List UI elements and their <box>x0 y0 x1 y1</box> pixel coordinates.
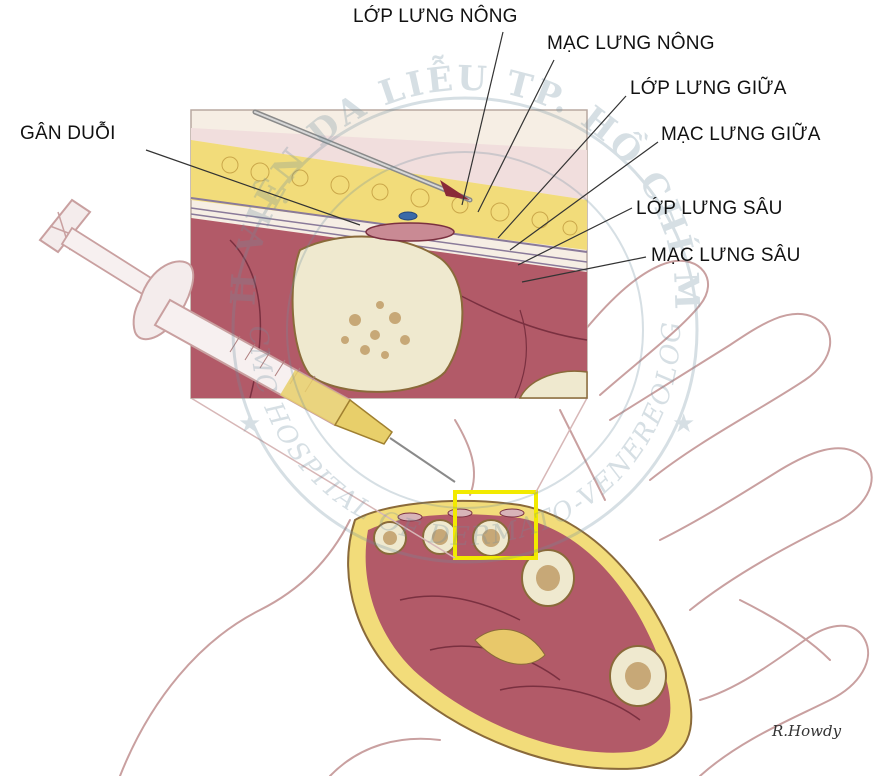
label-superficial-fascia: MẠC LƯNG NÔNG <box>547 33 715 55</box>
label-extensor-tendon: GÂN DUỖI <box>20 123 116 145</box>
label-deep-layer: LỚP LƯNG SÂU <box>636 198 783 220</box>
label-deep-fascia: MẠC LƯNG SÂU <box>651 245 801 267</box>
artist-signature: R.Howdy <box>772 722 841 740</box>
label-middle-fascia: MẠC LƯNG GIỮA <box>661 124 821 146</box>
svg-text:★: ★ <box>672 409 695 439</box>
label-superficial-layer: LỚP LƯNG NÔNG <box>353 6 518 28</box>
svg-text:★: ★ <box>238 409 261 439</box>
label-middle-layer: LỚP LƯNG GIỮA <box>630 78 787 100</box>
